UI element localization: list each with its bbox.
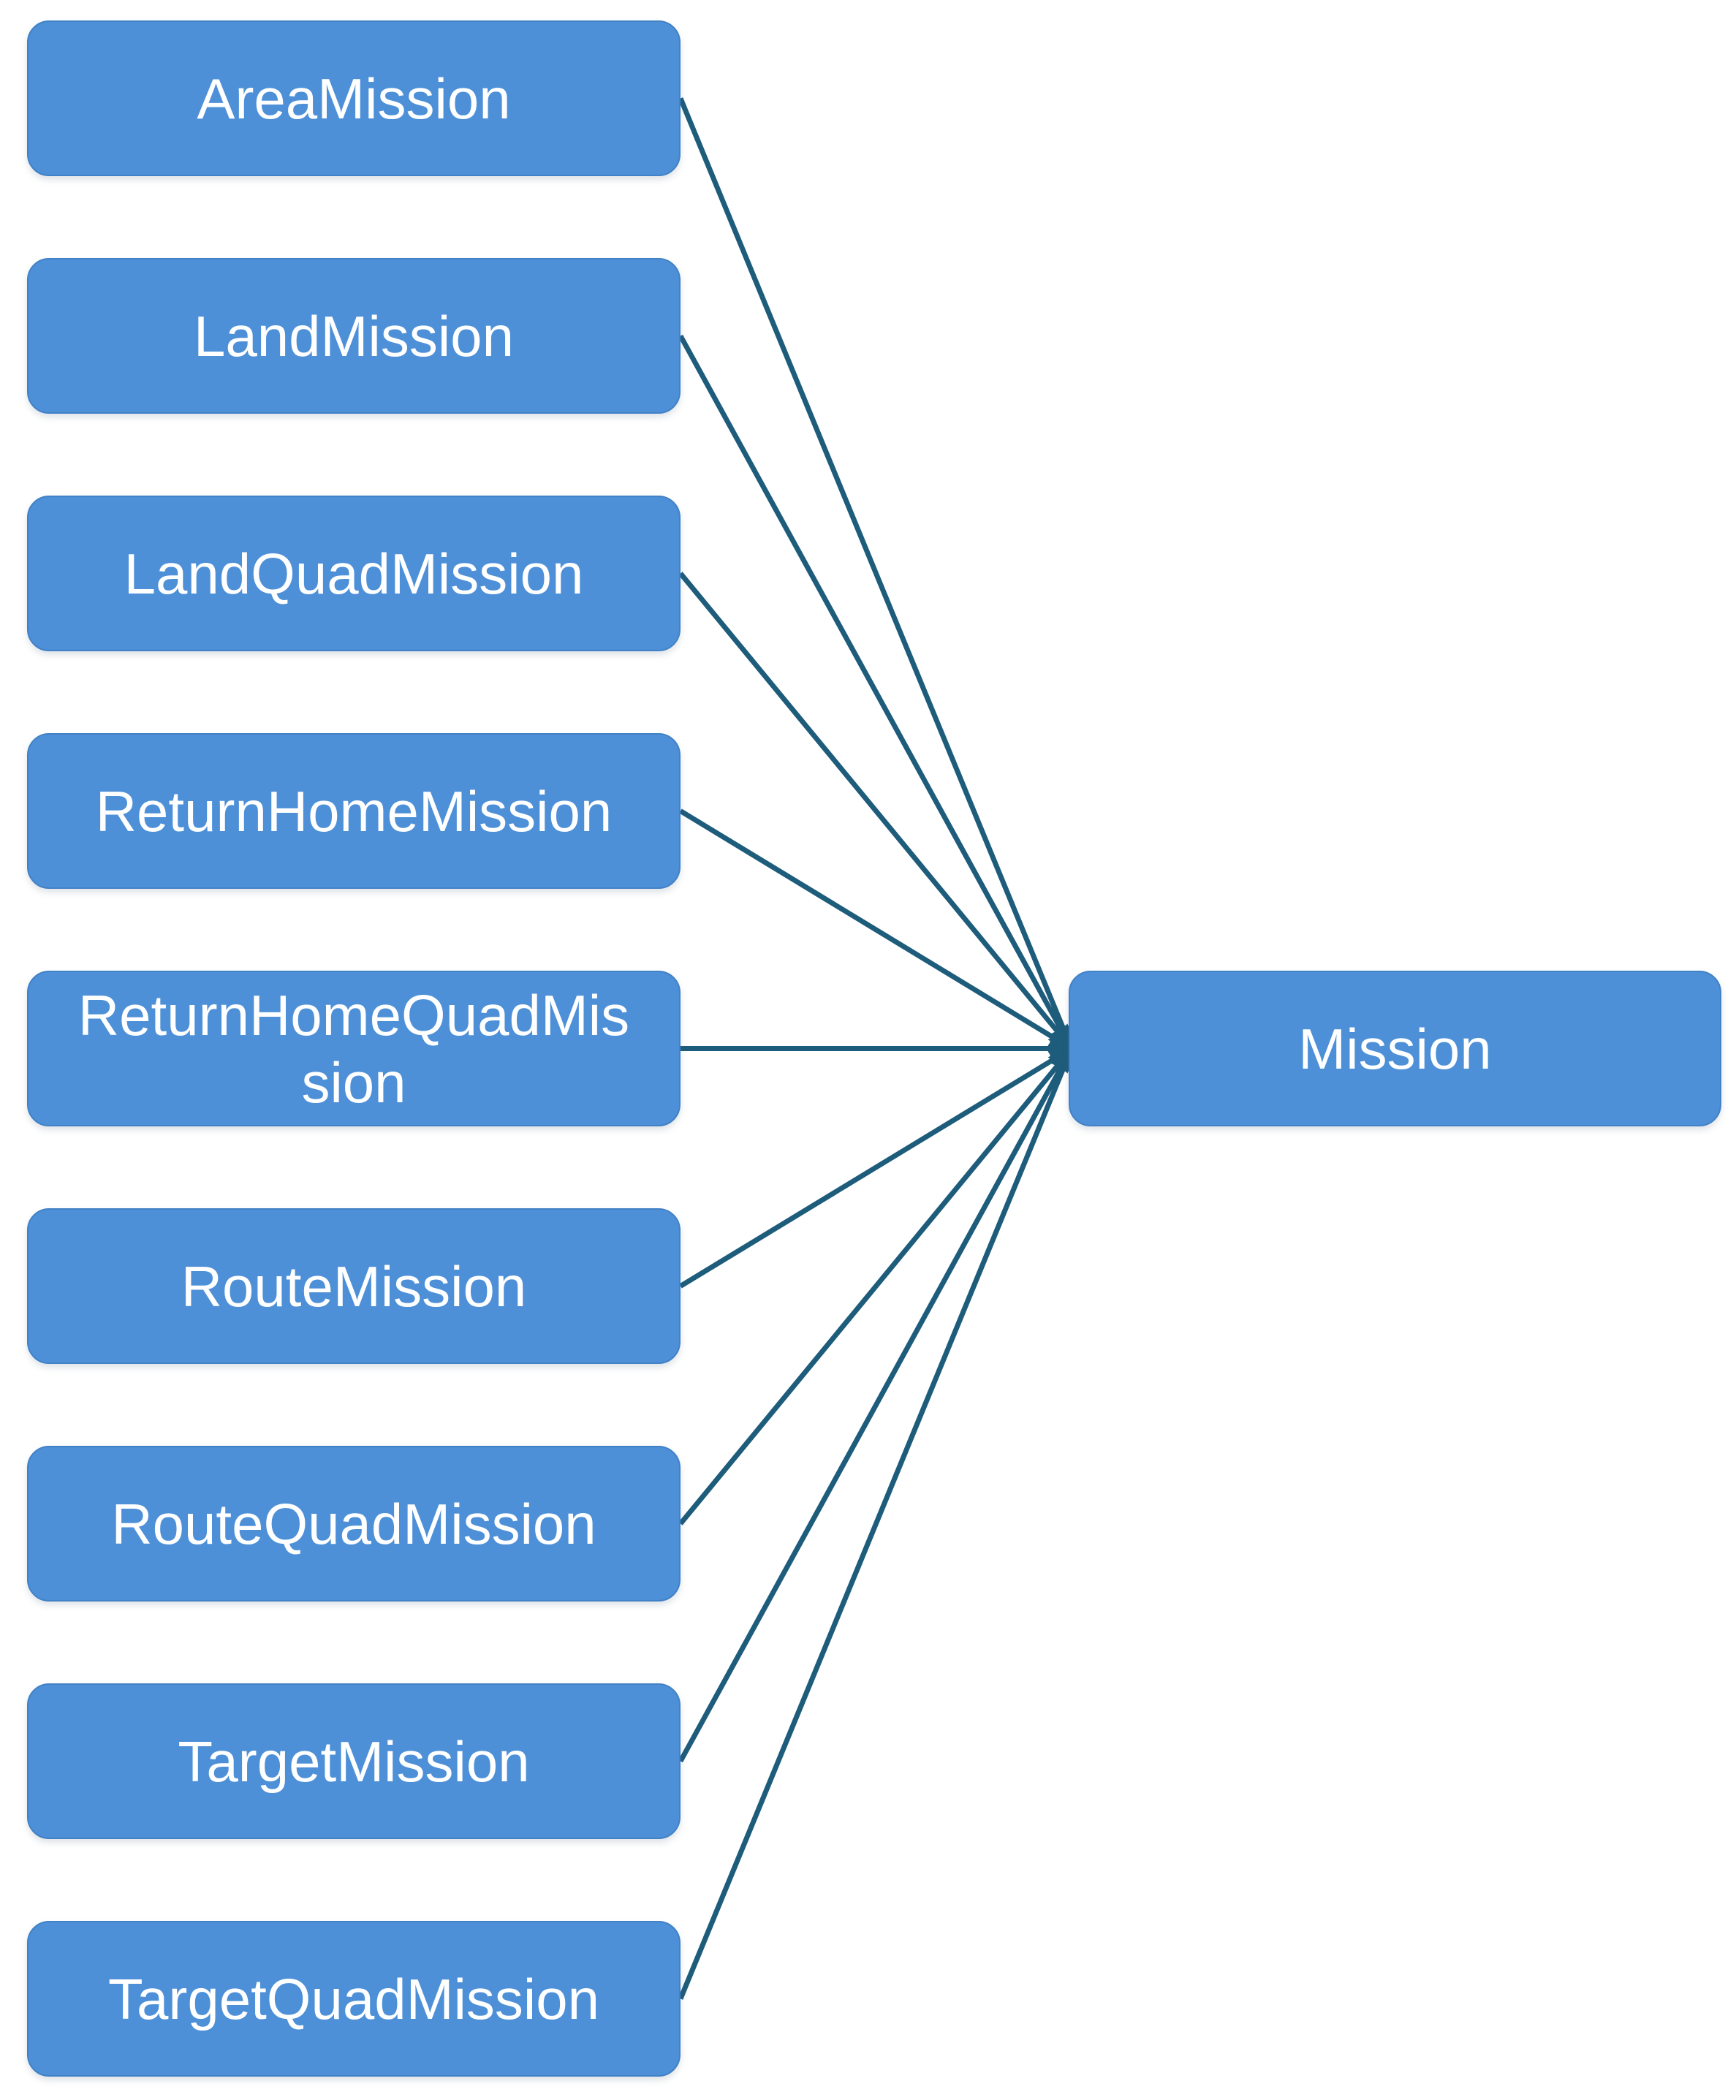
node-label: Mission <box>1298 1016 1492 1081</box>
connector-line <box>678 334 1074 1053</box>
node-label: RouteQuadMission <box>111 1491 596 1556</box>
node-land-quad-mission: LandQuadMission <box>27 496 681 651</box>
node-route-quad-mission: RouteQuadMission <box>27 1446 681 1601</box>
node-land-mission: LandMission <box>27 258 681 414</box>
node-label: ReturnHomeMission <box>95 778 613 844</box>
node-target-quad-mission: TargetQuadMission <box>27 1921 681 2077</box>
node-area-mission: AreaMission <box>27 20 681 176</box>
node-route-mission: RouteMission <box>27 1208 681 1364</box>
connector-line <box>679 808 1075 1051</box>
connector-line <box>678 1045 1074 1763</box>
node-label: LandMission <box>194 303 514 368</box>
node-label: TargetQuadMission <box>108 1966 599 2031</box>
connector-line <box>678 97 1075 1053</box>
connector-line <box>678 1045 1074 1525</box>
node-label: RouteMission <box>181 1254 527 1319</box>
node-mission: Mission <box>1069 971 1721 1126</box>
node-target-mission: TargetMission <box>27 1683 681 1839</box>
node-label: ReturnHomeQuadMission <box>77 982 630 1115</box>
connector-line <box>678 572 1074 1052</box>
connector-line <box>678 1045 1075 2000</box>
node-return-home-quad-mission: ReturnHomeQuadMission <box>27 971 681 1126</box>
node-return-home-mission: ReturnHomeMission <box>27 733 681 889</box>
node-label: TargetMission <box>178 1729 530 1794</box>
connector-line <box>679 1046 1075 1289</box>
node-label: LandQuadMission <box>124 541 584 606</box>
node-label: AreaMission <box>197 66 511 131</box>
